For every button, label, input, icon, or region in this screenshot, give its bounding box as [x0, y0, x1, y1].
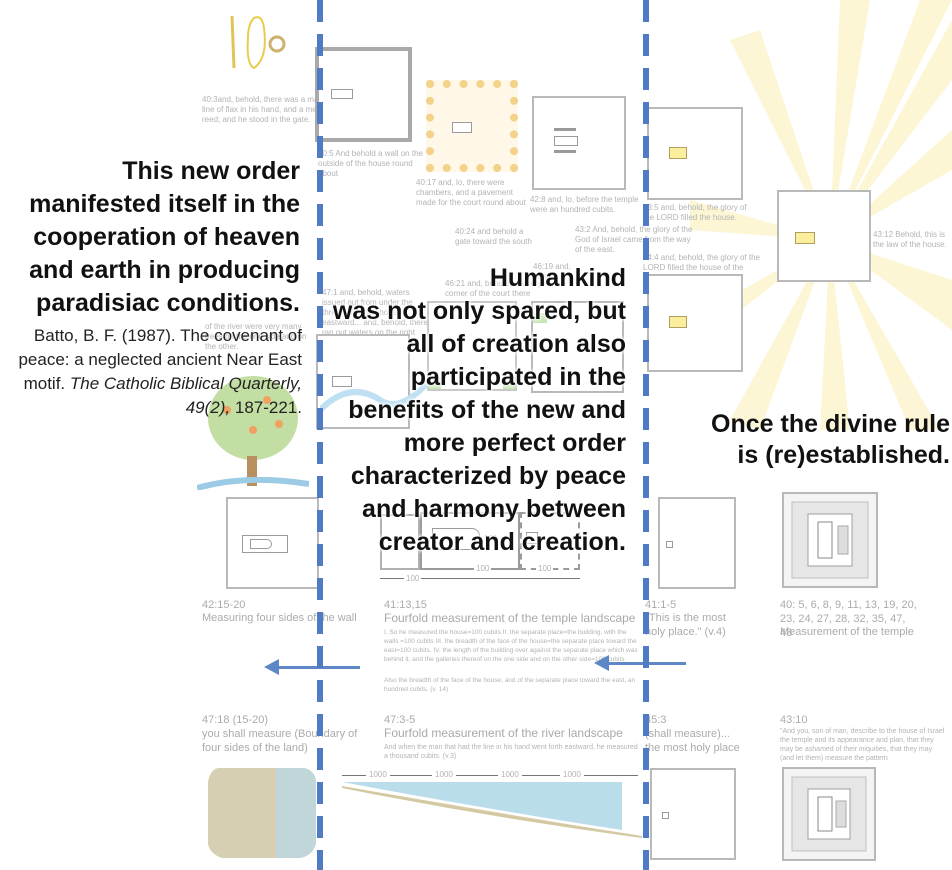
caption-47-3-ref: 47:3-5 [384, 714, 416, 726]
caption-42-15-ref: 42:15-20 [202, 599, 246, 611]
caption-45-3-ref: 45:3 [645, 714, 667, 726]
caption-43-10-txt: "And you, son of man, describe to the ho… [780, 728, 945, 762]
temple-dimension-line: 100 100 100 [380, 564, 580, 584]
temple-square [532, 96, 626, 190]
right-quote: Once the divine rule is (re)established. [711, 410, 950, 469]
wall-plan-square [226, 497, 319, 589]
caption-41-1-txt: "This is the most holy place." (v.4) [645, 612, 726, 638]
caption-46-19: 46:19 and, behold [533, 262, 571, 281]
caption-42-8: 42:8 and, lo, before the temple were an … [530, 195, 639, 214]
caption-47-3-sub: And when the man that had the line in hi… [384, 744, 638, 760]
river-stream [320, 378, 430, 413]
caption-40-3: 40:3and, behold, there was a man ...with… [202, 95, 353, 124]
left-arrow-1-head [264, 659, 279, 675]
land-patch [208, 768, 316, 858]
court-square [426, 80, 518, 172]
citation: Batto, B. F. (1987). The covenant of pea… [18, 326, 302, 417]
caption-47-18-txt: you shall measure (Boundary of four side… [202, 728, 358, 754]
wall-square [315, 47, 412, 142]
divider-right [643, 0, 649, 870]
law-square [777, 190, 871, 282]
corner-court-square [427, 301, 517, 391]
caption-47-3-txt: Fourfold measurement of the river landsc… [384, 726, 623, 740]
tree-icon [197, 376, 309, 490]
caption-40-5b-ref: 40: 5, 6, 8, 9, 11, 13, 19, 20, 23, 24, … [780, 599, 917, 639]
left-quote: This new order manifested itself in the … [29, 157, 300, 317]
measuring-reed-icon [230, 15, 286, 70]
glory-rays [690, 0, 952, 430]
caption-40-17: 40:17 and, lo, there were chambers, and … [416, 178, 526, 207]
middle-quote: Humankind was not only spared, but all o… [332, 264, 626, 556]
caption-43-2: 43:2 And, behold, the glory of the God o… [575, 225, 693, 254]
kitchen-square [531, 301, 624, 393]
river-profile [342, 782, 642, 838]
caption-41-13-list: I. So he measured the house=100 cubits I… [384, 629, 638, 663]
temple-plan-1 [782, 492, 878, 588]
caption-41-13-txt: Fourfold measurement of the temple lands… [384, 611, 636, 625]
caption-43-12: 43:12 Behold, this is the law of the hou… [873, 230, 947, 249]
glory-square-2 [647, 274, 743, 372]
caption-41-13-ref: 41:13,15 [384, 599, 427, 611]
left-arrow-2-head [594, 655, 609, 671]
caption-40-5: 40:5 And behold a wall on the outside of… [318, 149, 423, 178]
caption-43-10-ref: 43:10 [780, 714, 808, 726]
caption-42-15-txt: Measuring four sides of the wall [202, 612, 357, 624]
divider-left [317, 0, 323, 870]
river-dimension-line: 1000 1000 1000 1000 [342, 770, 638, 782]
caption-43-5: 43:5 and, behold, the glory of the LORD … [643, 203, 747, 222]
holy-place-square [658, 497, 736, 589]
glory-square-1 [647, 107, 743, 200]
caption-41-14: Also the breadth of the face of the hous… [384, 677, 636, 693]
caption-40-5b-txt: Measurement of the temple [780, 626, 914, 638]
caption-47-7: of the river were very many trees on the… [205, 322, 307, 351]
caption-41-1-ref: 41:1-5 [645, 599, 677, 611]
caption-45-3-txt: (shall measure)... the most holy place [645, 728, 740, 754]
holy-place-square-2 [650, 768, 736, 860]
caption-47-18-ref: 47:18 (15-20) [202, 714, 269, 726]
caption-40-24: 40:24 and behold a gate toward the south [455, 227, 532, 246]
temple-plan-2 [782, 767, 876, 861]
